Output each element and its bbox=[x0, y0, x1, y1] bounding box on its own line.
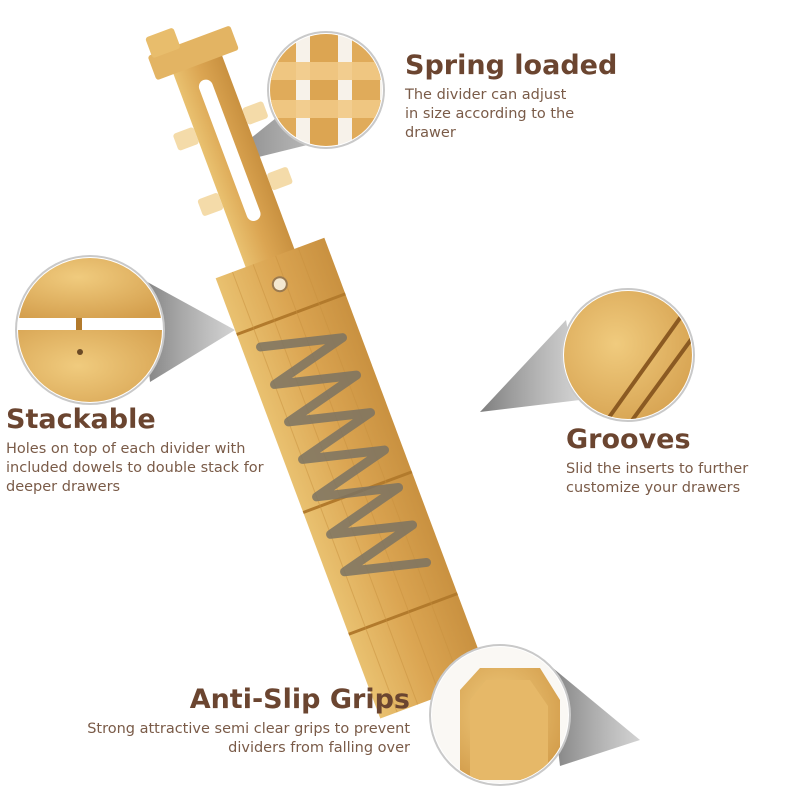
desc-line: deeper drawers bbox=[6, 479, 121, 495]
callout-cone-grip bbox=[548, 664, 640, 766]
desc-line: customize your drawers bbox=[566, 480, 741, 496]
desc-line: included dowels to double stack for bbox=[6, 460, 264, 476]
zoom-callout-grip bbox=[429, 644, 571, 786]
feature-spring-loaded: Spring loaded The divider can adjust in … bbox=[405, 50, 617, 143]
desc-line: in size according to the bbox=[405, 106, 575, 122]
feature-desc-grips: Strong attractive semi clear grips to pr… bbox=[40, 720, 410, 758]
callout-cone-groove bbox=[480, 320, 580, 412]
feature-desc-stackable: Holes on top of each divider with includ… bbox=[6, 440, 264, 497]
desc-line: Strong attractive semi clear grips to pr… bbox=[87, 721, 410, 737]
feature-title-grips: Anti-Slip Grips bbox=[189, 684, 410, 715]
desc-line: Holes on top of each divider with bbox=[6, 441, 246, 457]
feature-desc-grooves: Slid the inserts to further customize yo… bbox=[566, 460, 748, 498]
feature-stackable: Stackable Holes on top of each divider w… bbox=[6, 404, 264, 497]
feature-title-stackable: Stackable bbox=[6, 404, 156, 435]
zoom-callout-grooves bbox=[561, 288, 695, 422]
desc-line: The divider can adjust bbox=[405, 87, 567, 103]
feature-grooves: Grooves Slid the inserts to further cust… bbox=[566, 424, 748, 498]
desc-line: drawer bbox=[405, 125, 456, 141]
bamboo-divider bbox=[145, 26, 489, 719]
zoom-callout-stack bbox=[15, 255, 165, 405]
callout-cone-stack bbox=[140, 278, 235, 382]
feature-title-spring: Spring loaded bbox=[405, 50, 618, 81]
zoom-callout-spring bbox=[267, 31, 385, 149]
feature-anti-slip-grips: Anti-Slip Grips Strong attractive semi c… bbox=[40, 684, 410, 758]
feature-desc-spring: The divider can adjust in size according… bbox=[405, 86, 617, 143]
desc-line: dividers from falling over bbox=[228, 740, 410, 756]
feature-title-grooves: Grooves bbox=[566, 424, 691, 455]
desc-line: Slid the inserts to further bbox=[566, 461, 749, 477]
